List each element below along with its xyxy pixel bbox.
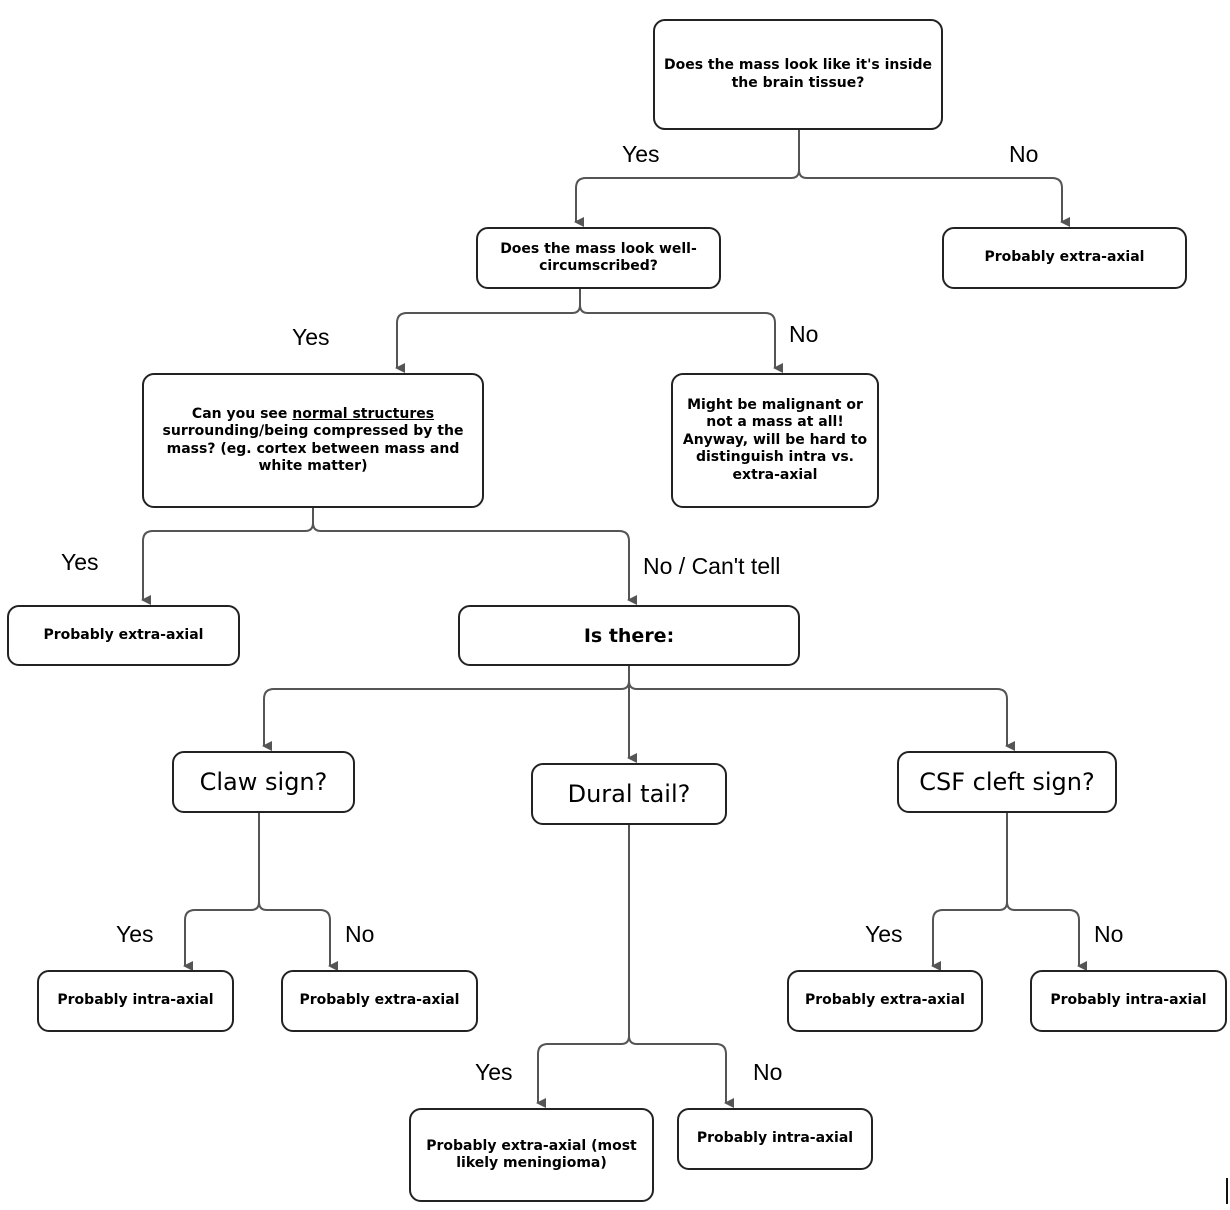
label-csf-yes: Yes <box>865 921 903 947</box>
result-claw-no-text: Probably extra-axial <box>299 992 460 1009</box>
result-csf-no: Probably intra-axial <box>1030 970 1227 1032</box>
label-dural-yes: Yes <box>475 1059 513 1085</box>
result-claw-yes: Probably intra-axial <box>37 970 234 1032</box>
result-csf-yes: Probably extra-axial <box>787 970 983 1032</box>
question-is-there: Is there: <box>458 605 800 666</box>
label-dural-no: No <box>753 1059 783 1085</box>
label-csf-no: No <box>1094 921 1124 947</box>
question-claw-sign-text: Claw sign? <box>199 768 328 796</box>
result-extra-axial-left-text: Probably extra-axial <box>43 626 204 643</box>
question-inside-brain: Does the mass look like it's inside the … <box>653 19 943 130</box>
edge-cursor-mark <box>1226 1178 1228 1204</box>
result-dural-no-text: Probably intra-axial <box>696 1130 854 1147</box>
label-circ-no: No <box>789 321 819 347</box>
label-claw-no: No <box>345 921 375 947</box>
result-csf-no-text: Probably intra-axial <box>1050 992 1207 1009</box>
result-claw-yes-text: Probably intra-axial <box>57 992 214 1009</box>
edge-circ-yes <box>395 289 581 373</box>
edge-inside-no <box>798 130 1070 227</box>
question-well-circumscribed: Does the mass look well-circumscribed? <box>476 227 721 289</box>
result-dural-yes-text: Probably extra-axial (most likely mening… <box>426 1137 637 1172</box>
question-csf-cleft-text: CSF cleft sign? <box>919 768 1095 796</box>
question-normal-structures-post: surrounding/being compressed by the mass… <box>162 423 464 474</box>
question-dural-tail: Dural tail? <box>531 763 727 825</box>
result-extra-axial-top: Probably extra-axial <box>942 227 1187 289</box>
question-well-circumscribed-text: Does the mass look well-circumscribed? <box>500 240 697 275</box>
question-dural-tail-text: Dural tail? <box>567 780 691 808</box>
edge-dural-yes <box>536 825 630 1108</box>
edge-inside-yes <box>574 130 800 227</box>
edge-circ-no <box>579 289 783 373</box>
question-normal-structures-text: Can you see normal structures surroundin… <box>158 406 468 476</box>
question-is-there-text: Is there: <box>583 624 675 647</box>
result-malignant-text: Might be malignant or not a mass at all!… <box>682 396 868 483</box>
edge-isthere-claw <box>262 666 630 751</box>
edge-isthere-csf <box>628 666 1015 751</box>
edge-normal-yes <box>141 508 314 605</box>
edge-csf-no <box>1006 813 1087 971</box>
result-extra-axial-left: Probably extra-axial <box>7 605 240 666</box>
result-malignant: Might be malignant or not a mass at all!… <box>671 373 879 508</box>
label-claw-yes: Yes <box>116 921 154 947</box>
edge-dural-no <box>628 825 734 1108</box>
normal-structures-underlined: normal structures <box>292 405 435 422</box>
result-extra-axial-top-text: Probably extra-axial <box>984 249 1145 266</box>
question-claw-sign: Claw sign? <box>172 751 355 813</box>
edge-claw-no <box>258 813 338 971</box>
edge-normal-no <box>312 508 637 605</box>
question-normal-structures-pre: Can you see <box>191 405 293 422</box>
label-normal-yes: Yes <box>61 549 99 575</box>
question-csf-cleft: CSF cleft sign? <box>897 751 1117 813</box>
edge-csf-yes <box>931 813 1008 971</box>
result-dural-yes: Probably extra-axial (most likely mening… <box>409 1108 654 1202</box>
result-csf-yes-text: Probably extra-axial <box>805 992 965 1009</box>
question-normal-structures: Can you see normal structures surroundin… <box>142 373 484 508</box>
label-normal-no: No / Can't tell <box>643 553 781 579</box>
label-inside-yes: Yes <box>622 141 660 167</box>
edge-claw-yes <box>183 813 260 971</box>
result-claw-no: Probably extra-axial <box>281 970 478 1032</box>
label-inside-no: No <box>1009 141 1039 167</box>
label-circ-yes: Yes <box>292 324 330 350</box>
question-inside-brain-text: Does the mass look like it's inside the … <box>663 57 933 91</box>
result-dural-no: Probably intra-axial <box>677 1108 873 1170</box>
